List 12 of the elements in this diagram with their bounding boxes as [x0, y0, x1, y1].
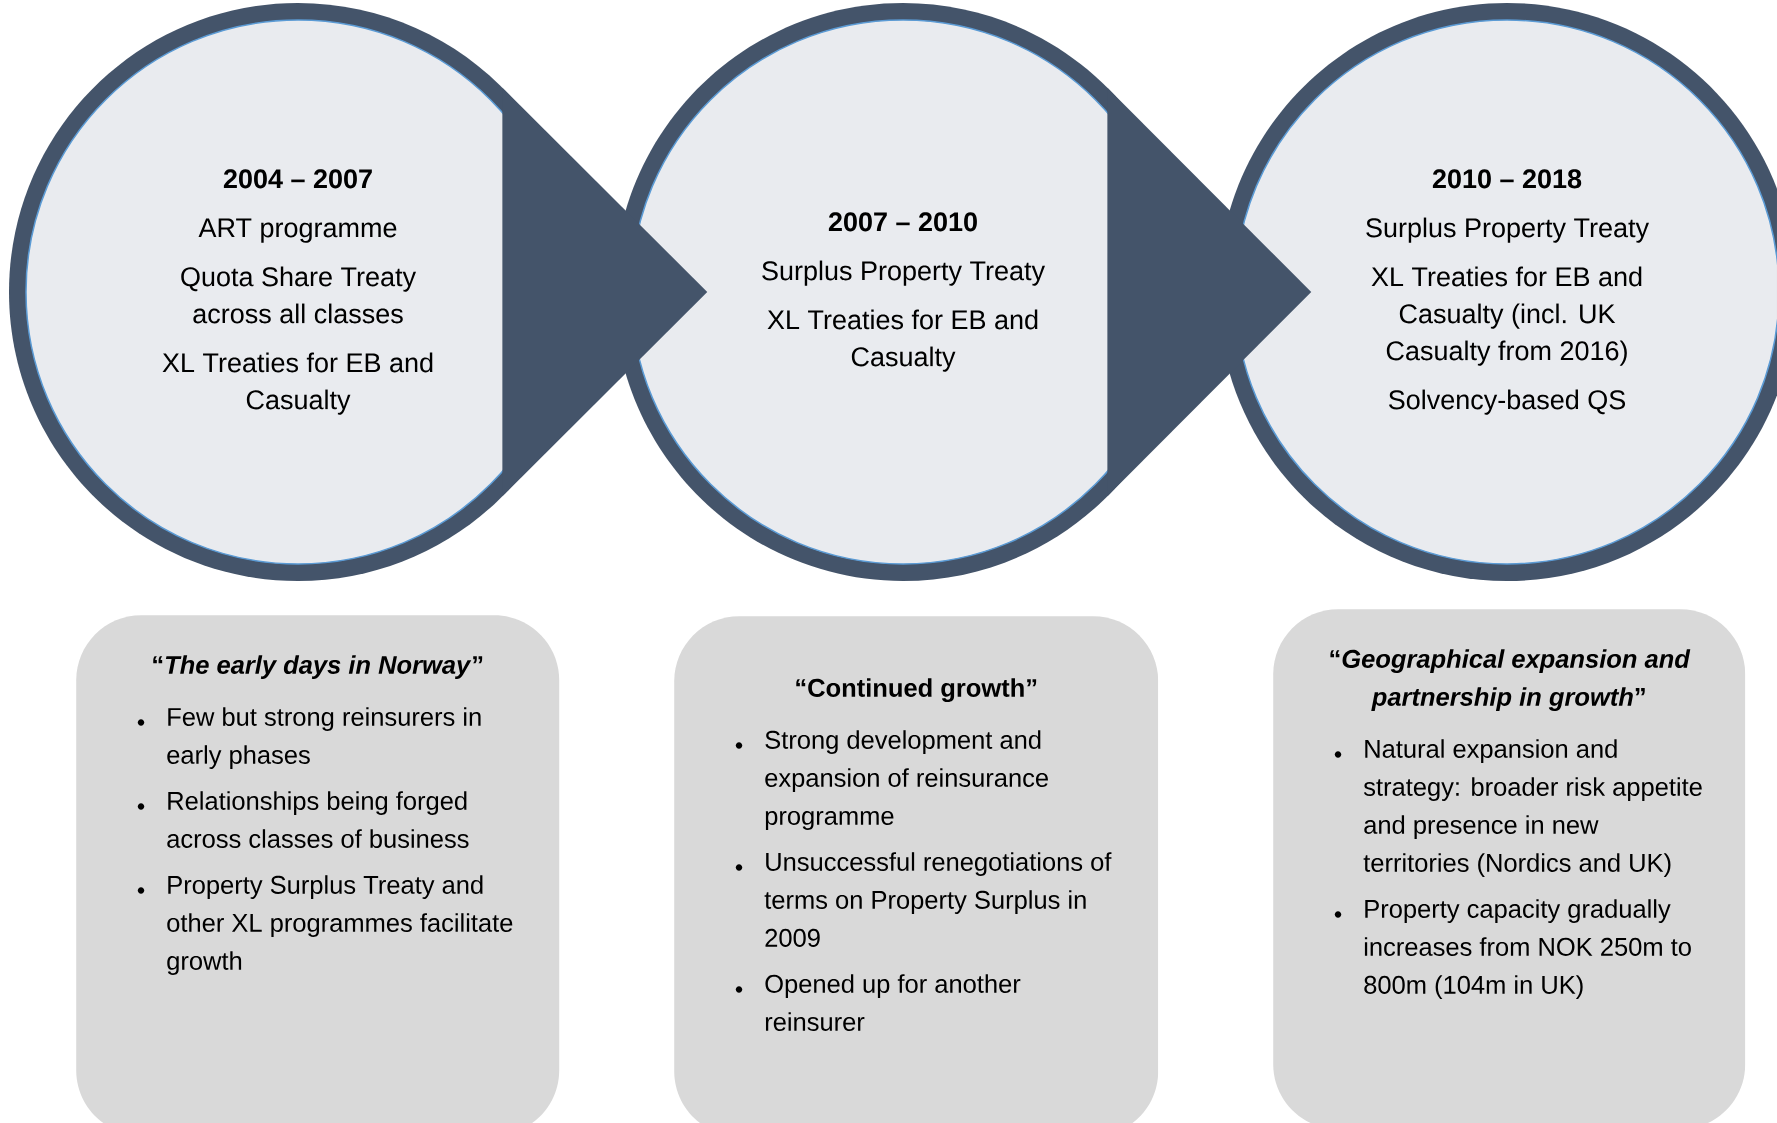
node-label: Surplus Property Treaty	[762, 260, 1046, 286]
node-label: XL Treaties for EB and Casualty	[767, 309, 1038, 372]
pointer-arrow	[1107, 87, 1312, 497]
node-label: 2007 – 2010	[828, 212, 977, 232]
phase-card: “The early days in Norway” Few but strong reinsurers in early phases Relationships being forged across classes of business Property Surplus Treaty and other XL programmes facilitate growth	[76, 615, 560, 1123]
node-label: 2004 – 2007	[223, 169, 372, 189]
pointer-arrow	[502, 87, 708, 497]
phase-card: “Geographical expansion and partnership in growth” Natural expansion and strategy: broader risk appetite and presence in new territories (Nordics and UK) Property capacity gradually increases from NOK 250m to 800m (104m in UK)	[1273, 609, 1746, 1123]
phase-card: “Continued growth” Strong development and expansion of reinsurance programme Unsuccessful renegotiations of terms on Property Surplus in 2009 Opened up for another reinsurer	[674, 616, 1159, 1123]
node-label: Quota Share Treaty across all classes	[181, 266, 417, 324]
node-label: ART programme	[198, 218, 397, 243]
node-label: XL Treaties for EB and Casualty	[162, 352, 433, 415]
